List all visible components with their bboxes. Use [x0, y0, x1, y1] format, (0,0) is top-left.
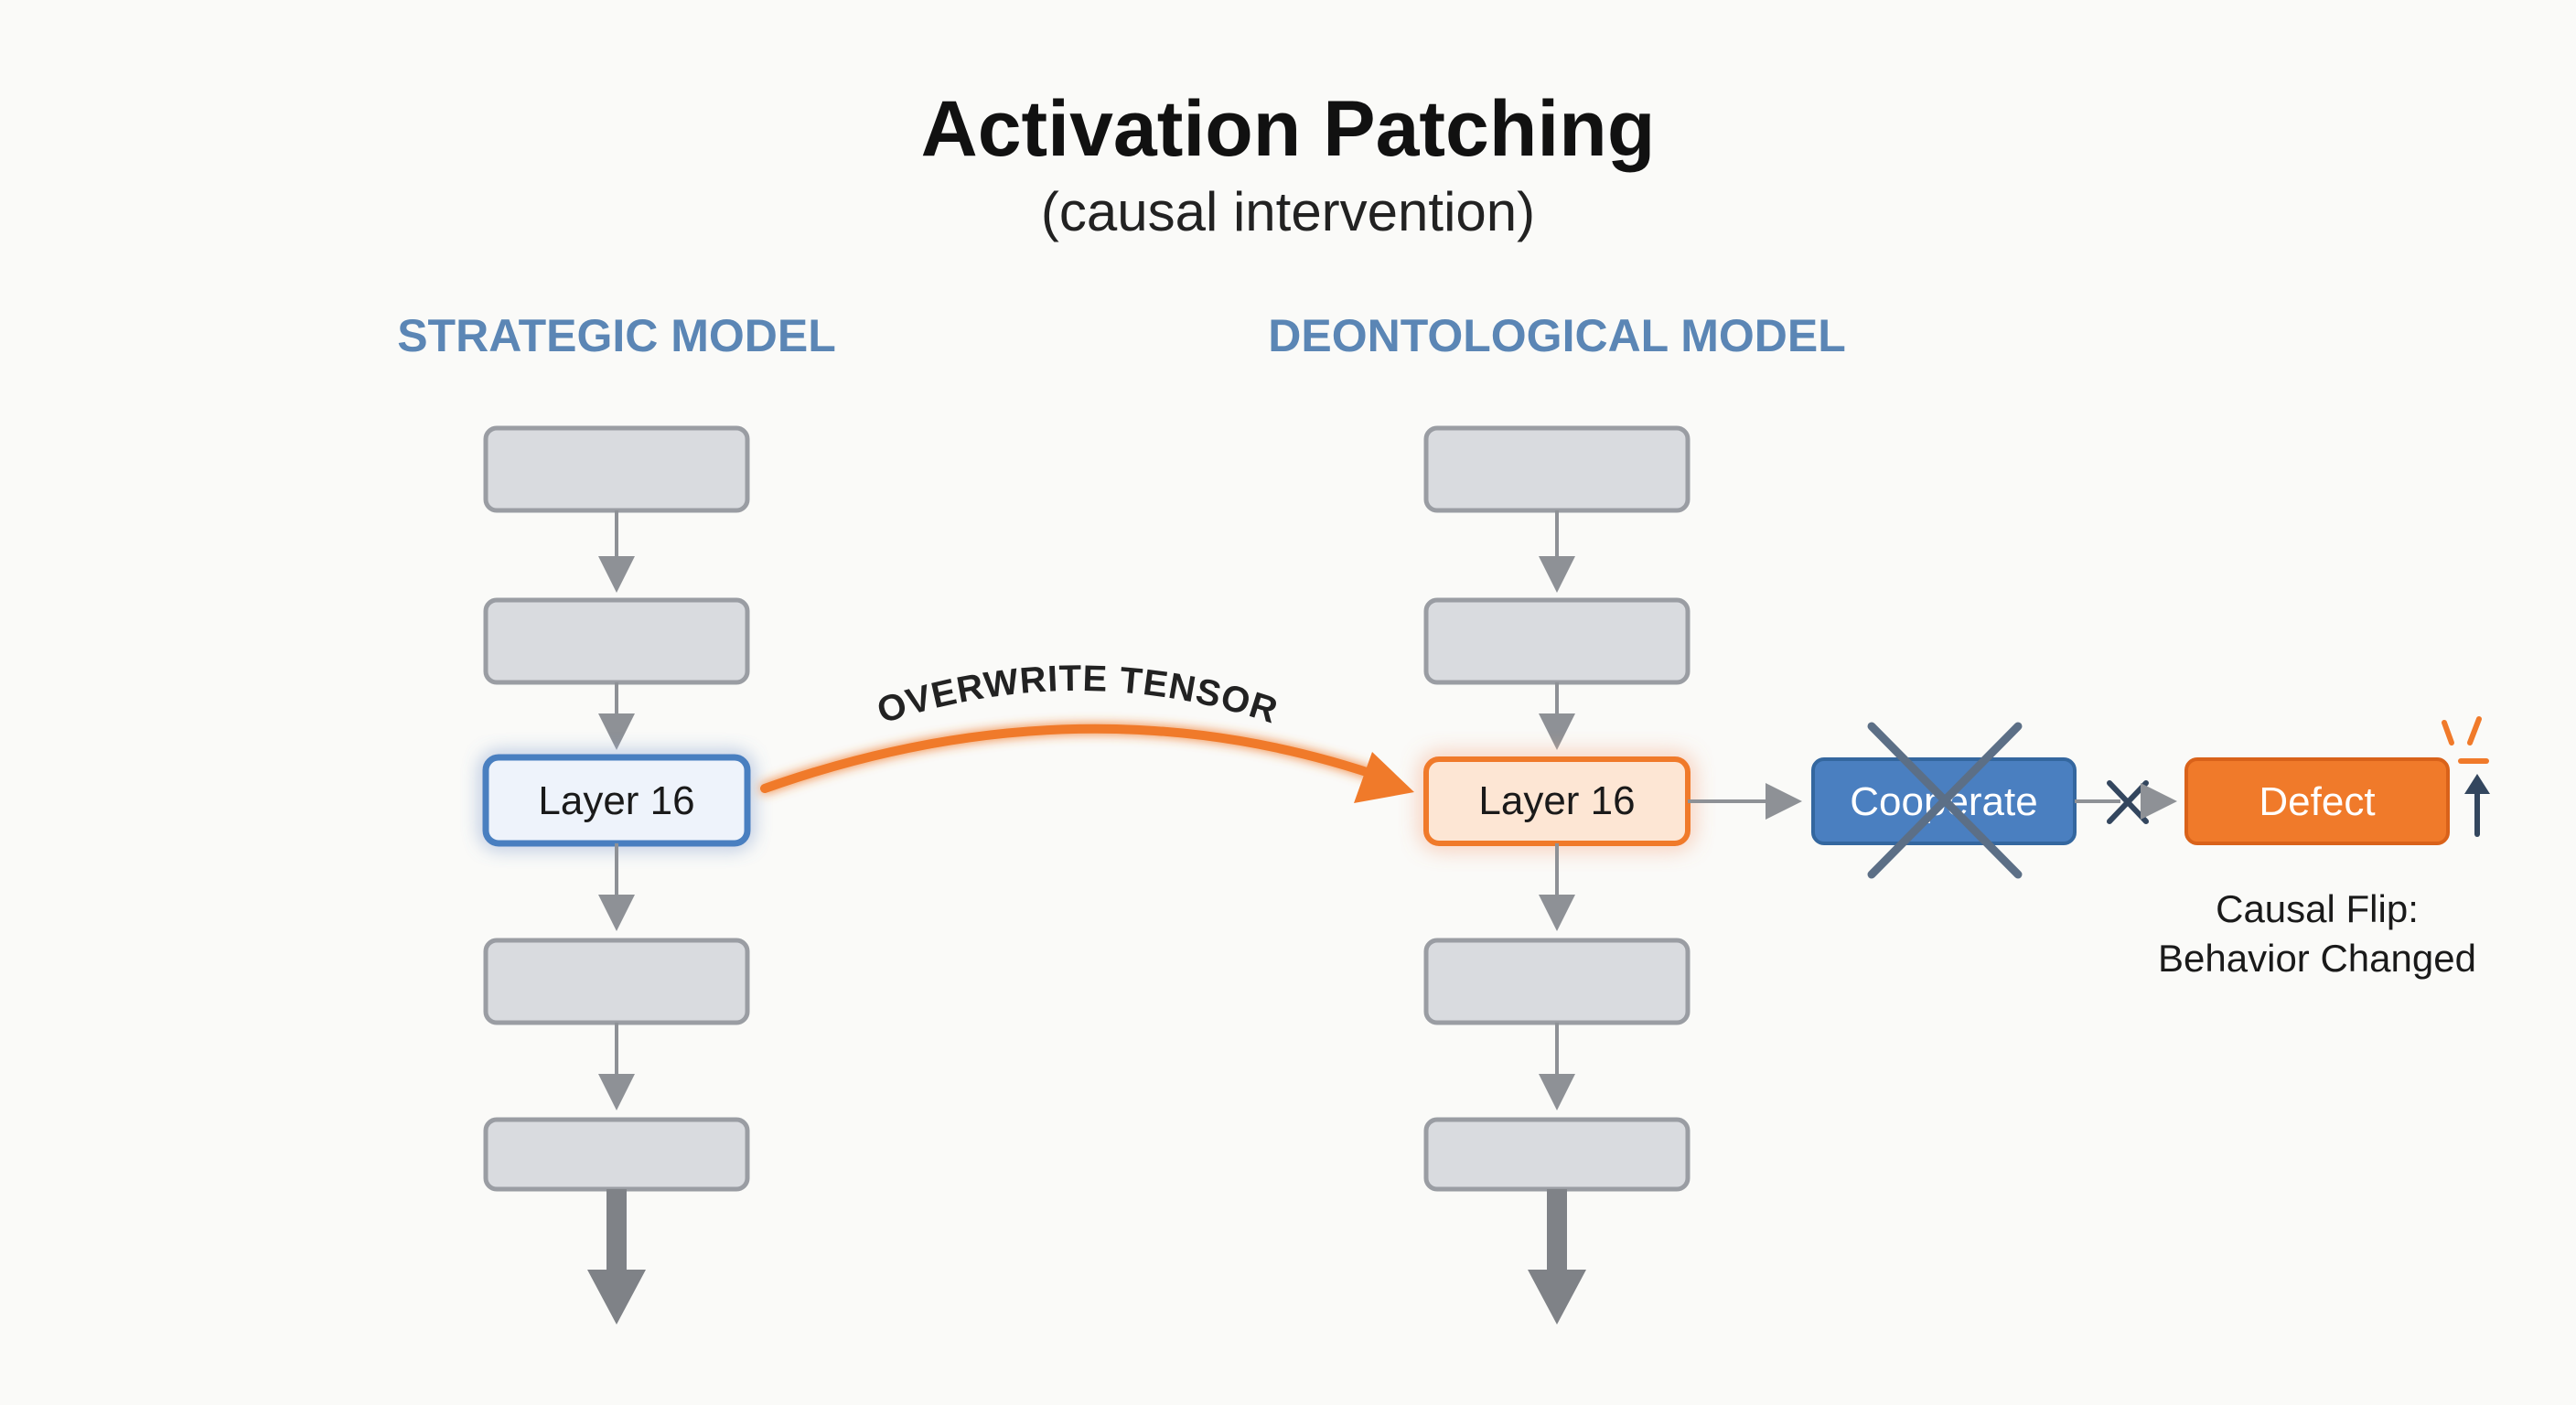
page-title: Activation Patching — [921, 85, 1656, 173]
layer-block — [1423, 938, 1690, 1025]
deontological-layer-16-label: Layer 16 — [1478, 778, 1635, 823]
layer-block — [1423, 1117, 1690, 1192]
outcome-section: Cooperate Defect Causal Flip: Behavior C… — [1688, 716, 2490, 980]
strategic-model-heading: STRATEGIC MODEL — [397, 310, 836, 361]
spark-icon — [2442, 716, 2489, 764]
output-arrow-head — [587, 1270, 646, 1325]
strategic-layer-16-label: Layer 16 — [538, 778, 694, 823]
patch-arrow-head — [1354, 752, 1414, 803]
causal-flip-note: Causal Flip: — [2216, 887, 2419, 930]
output-arrow-head — [1528, 1270, 1586, 1325]
small-x-icon — [2107, 780, 2149, 824]
output-arrow-shaft — [606, 1189, 627, 1273]
patch-arc — [760, 724, 1377, 793]
layer-block — [483, 1117, 750, 1192]
strike-out-cross-icon — [1867, 722, 2023, 879]
strategic-model-stack: Layer 16 — [482, 425, 751, 1325]
layer-block — [1423, 597, 1690, 685]
behavior-changed-note: Behavior Changed — [2158, 937, 2476, 980]
defect-label: Defect — [2259, 779, 2375, 824]
up-arrow-icon — [2464, 774, 2490, 837]
layer-block — [483, 938, 750, 1025]
output-arrow-shaft — [1547, 1189, 1567, 1273]
page-subtitle: (causal intervention) — [1041, 181, 1535, 242]
layer-block — [1423, 425, 1690, 513]
deontological-model-heading: DEONTOLOGICAL MODEL — [1268, 310, 1846, 361]
defect-box — [2184, 757, 2450, 845]
overwrite-tensor-label: OVERWRITE TENSOR — [873, 659, 1283, 732]
layer-block — [483, 425, 750, 513]
overwrite-tensor-arrow: OVERWRITE TENSOR — [760, 659, 1414, 803]
deontological-model-stack: Layer 16 — [1423, 425, 1690, 1325]
layer-block — [483, 597, 750, 685]
